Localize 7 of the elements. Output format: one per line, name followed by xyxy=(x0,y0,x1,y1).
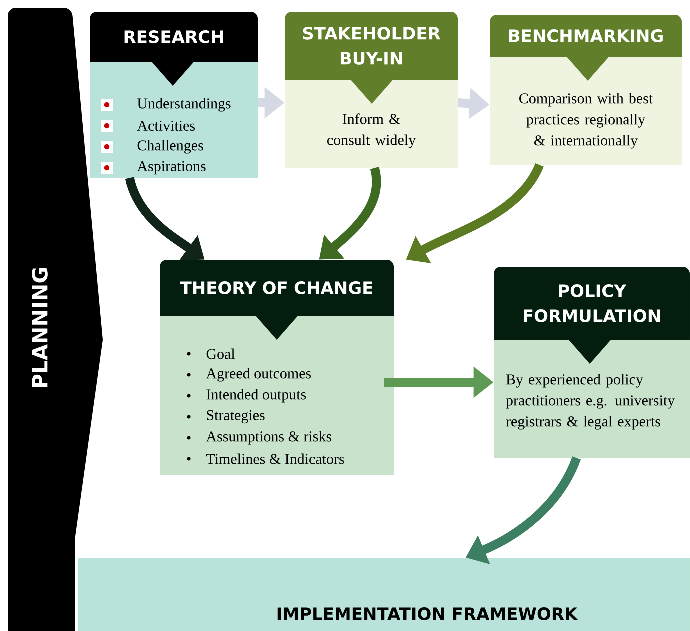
card-heading: POLICY FORMULATION xyxy=(524,284,660,322)
band-label: PLANNING xyxy=(32,268,48,388)
band-label: IMPLEMENTATION FRAMEWORK xyxy=(278,608,578,620)
card-heading: BENCHMARKING xyxy=(509,30,663,42)
card-heading: THEORY OF CHANGE xyxy=(180,282,372,294)
card-heading: STAKEHOLDER BUY-IN xyxy=(303,27,441,65)
card-heading: RESEARCH xyxy=(124,30,224,44)
